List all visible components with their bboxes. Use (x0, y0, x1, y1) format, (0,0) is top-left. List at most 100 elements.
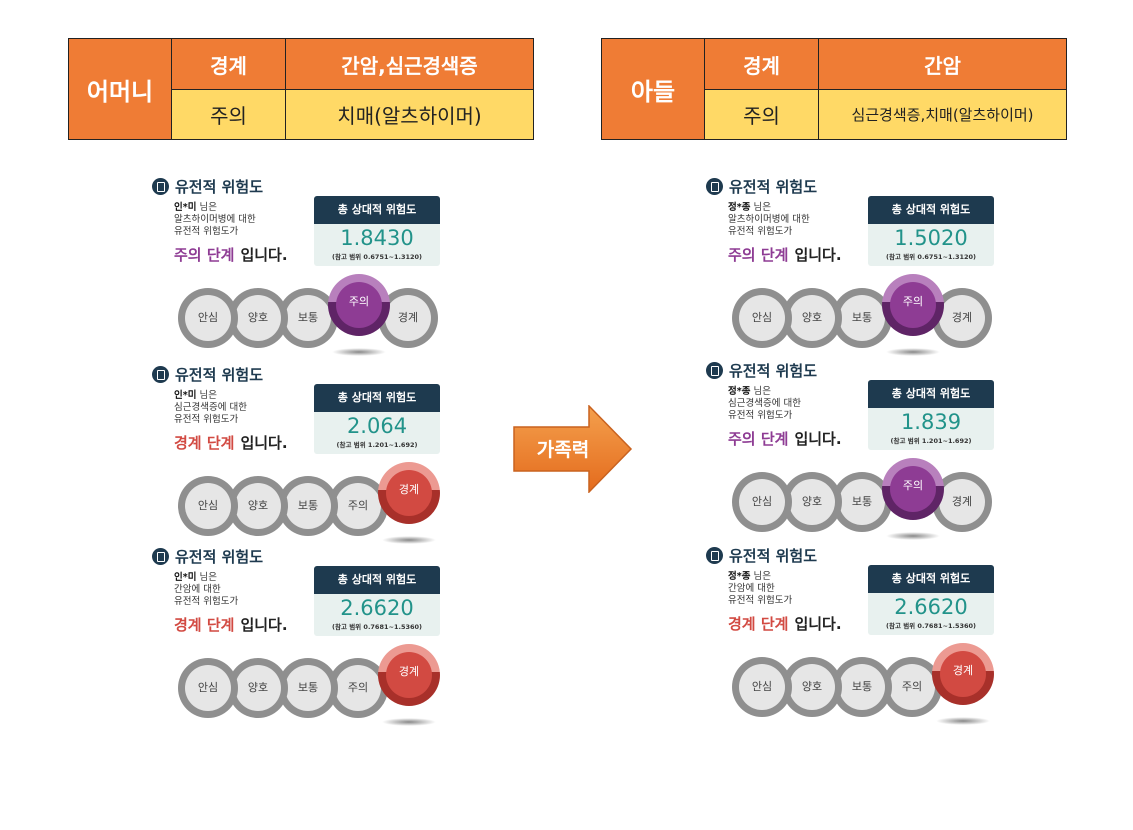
card-description: 정*종 님은 심근경색증에 대한 유전적 위험도가 (728, 386, 801, 422)
desc-line3: 유전적 위험도가 (728, 595, 793, 606)
family-history-arrow: 가족력 (513, 404, 633, 494)
level-circle-5: 경계 (932, 643, 994, 705)
document-icon (152, 366, 169, 383)
desc-line3: 유전적 위험도가 (174, 414, 239, 425)
person-name: 인*미 (174, 390, 197, 401)
son-header-caution: 주의 (704, 89, 819, 140)
stage-suffix: 입니다. (240, 616, 288, 634)
card-title-text: 유전적 위험도 (175, 548, 264, 566)
risk-box: 총 상대적 위험도 2.6620 (참고 범위 0.7681~1.5360) (314, 566, 440, 636)
desc-line3: 유전적 위험도가 (728, 410, 793, 421)
level-label: 안심 (739, 295, 785, 341)
person-name: 인*미 (174, 572, 197, 583)
person-name: 정*종 (728, 386, 751, 397)
card-title-text: 유전적 위험도 (175, 178, 264, 196)
name-suffix: 님은 (753, 202, 771, 213)
risk-box-title: 총 상대적 위험도 (868, 565, 994, 593)
stage-suffix: 입니다. (794, 430, 842, 448)
card-title-text: 유전적 위험도 (729, 178, 818, 196)
level-label: 주의 (335, 665, 381, 711)
stage-level: 경계 단계 (174, 434, 235, 452)
card-title: 유전적 위험도 (152, 364, 263, 385)
risk-box: 총 상대적 위험도 1.8430 (참고 범위 0.6751~1.3120) (314, 196, 440, 266)
level-label: 주의 (336, 282, 382, 328)
stage-level: 경계 단계 (728, 615, 789, 633)
card-title: 유전적 위험도 (152, 176, 263, 197)
name-suffix: 님은 (753, 386, 771, 397)
active-level-shadow (332, 348, 386, 356)
son-warning-diseases: 간암 (818, 38, 1067, 90)
level-circle-2: 양호 (228, 658, 288, 718)
level-circle-4: 주의 (882, 458, 944, 520)
risk-value: 1.839 (900, 410, 962, 434)
level-circle-1: 안심 (178, 476, 238, 536)
son-header-warning: 경계 (704, 38, 819, 90)
level-circle-1: 안심 (178, 288, 238, 348)
level-label: 안심 (739, 479, 785, 525)
reference-range: (참고 범위 0.7681~1.5360) (886, 622, 976, 630)
card-description: 인*미 님은 알츠하이머병에 대한 유전적 위험도가 (174, 202, 256, 238)
document-icon (152, 178, 169, 195)
level-label: 주의 (335, 483, 381, 529)
active-level-shadow (886, 348, 940, 356)
mother-warning-diseases: 간암,심근경색증 (285, 38, 534, 90)
level-label: 보통 (839, 295, 885, 341)
mother-caution-diseases: 치매(알츠하이머) (285, 89, 534, 140)
level-label: 보통 (285, 483, 331, 529)
level-label: 양호 (789, 479, 835, 525)
document-icon (706, 362, 723, 379)
level-label: 경계 (386, 470, 432, 516)
card-title: 유전적 위험도 (706, 176, 817, 197)
person-name: 인*미 (174, 202, 197, 213)
level-circle-2: 양호 (228, 288, 288, 348)
level-circle-3: 보통 (832, 657, 892, 717)
card-title: 유전적 위험도 (706, 545, 817, 566)
level-label: 안심 (185, 665, 231, 711)
card-description: 정*종 님은 간암에 대한 유전적 위험도가 (728, 571, 792, 607)
level-circle-1: 안심 (732, 657, 792, 717)
level-label: 보통 (285, 295, 331, 341)
stage-level: 주의 단계 (174, 246, 235, 264)
disease-text: 심근경색증에 대한 (174, 402, 247, 413)
document-icon (706, 547, 723, 564)
active-level-shadow (382, 718, 436, 726)
arrow-label: 가족력 (536, 439, 590, 461)
name-suffix: 님은 (199, 572, 217, 583)
level-label: 경계 (940, 651, 986, 697)
level-label: 경계 (939, 479, 985, 525)
level-label: 주의 (890, 466, 936, 512)
active-level-shadow (936, 717, 990, 725)
level-label: 경계 (939, 295, 985, 341)
level-label: 보통 (839, 479, 885, 525)
risk-value: 2.6620 (894, 595, 968, 619)
disease-text: 심근경색증에 대한 (728, 398, 801, 409)
mother-header-warning: 경계 (171, 38, 286, 90)
active-level-shadow (382, 536, 436, 544)
card-title: 유전적 위험도 (152, 546, 263, 567)
card-title-text: 유전적 위험도 (729, 362, 818, 380)
disease-text: 간암에 대한 (174, 584, 221, 595)
card-title: 유전적 위험도 (706, 360, 817, 381)
level-label: 양호 (789, 295, 835, 341)
risk-box-title: 총 상대적 위험도 (314, 196, 440, 224)
stage-level: 주의 단계 (728, 246, 789, 264)
card-title-text: 유전적 위험도 (729, 547, 818, 565)
level-label: 안심 (185, 483, 231, 529)
risk-value: 1.5020 (894, 226, 968, 250)
level-circle-1: 안심 (732, 472, 792, 532)
son-card-alzheimer: 유전적 위험도 정*종 님은 알츠하이머병에 대한 유전적 위험도가 주의 단계… (706, 176, 1006, 356)
risk-value: 1.8430 (340, 226, 414, 250)
stage-suffix: 입니다. (794, 246, 842, 264)
person-name: 정*종 (728, 571, 751, 582)
risk-value: 2.6620 (340, 596, 414, 620)
card-description: 인*미 님은 심근경색증에 대한 유전적 위험도가 (174, 390, 247, 426)
mother-card-alzheimer: 유전적 위험도 인*미 님은 알츠하이머병에 대한 유전적 위험도가 주의 단계… (152, 176, 452, 356)
